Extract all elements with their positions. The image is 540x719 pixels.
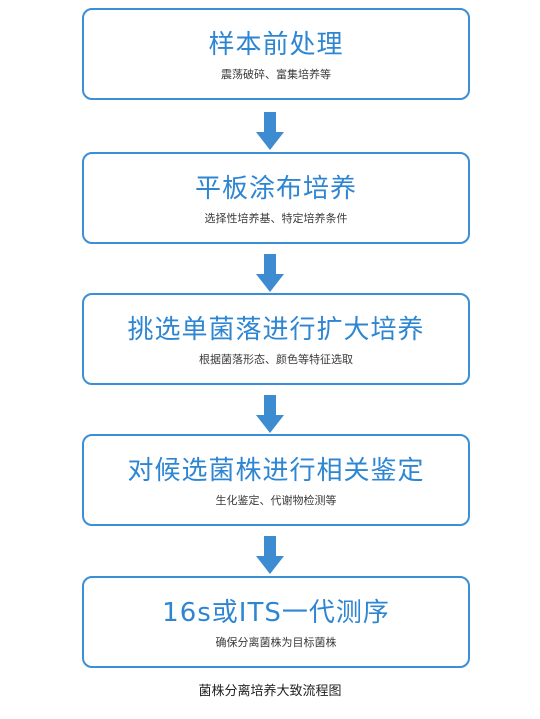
step-3-title: 挑选单菌落进行扩大培养 <box>127 315 425 345</box>
step-1-subtitle: 震荡破碎、富集培养等 <box>221 68 331 81</box>
step-1-box: 样本前处理 震荡破碎、富集培养等 <box>82 8 470 100</box>
step-5-box: 16s或ITS一代测序 确保分离菌株为目标菌株 <box>82 576 470 668</box>
step-3-subtitle: 根据菌落形态、颜色等特征选取 <box>199 353 353 366</box>
step-5-subtitle: 确保分离菌株为目标菌株 <box>215 636 337 649</box>
diagram-caption: 菌株分离培养大致流程图 <box>198 684 342 699</box>
step-3-box: 挑选单菌落进行扩大培养 根据菌落形态、颜色等特征选取 <box>82 293 470 385</box>
step-1-title: 样本前处理 <box>208 30 344 60</box>
step-5-title: 16s或ITS一代测序 <box>162 598 390 628</box>
step-2-title: 平板涂布培养 <box>194 174 357 204</box>
arrow-down-icon <box>256 536 284 576</box>
step-4-subtitle: 生化鉴定、代谢物检测等 <box>215 494 337 507</box>
step-2-subtitle: 选择性培养基、特定培养条件 <box>204 212 348 225</box>
arrow-down-icon <box>256 395 284 435</box>
step-4-title: 对候选菌株进行相关鉴定 <box>127 456 425 486</box>
step-2-box: 平板涂布培养 选择性培养基、特定培养条件 <box>82 152 470 244</box>
arrow-down-icon <box>256 254 284 294</box>
step-4-box: 对候选菌株进行相关鉴定 生化鉴定、代谢物检测等 <box>82 434 470 526</box>
arrow-down-icon <box>256 112 284 152</box>
